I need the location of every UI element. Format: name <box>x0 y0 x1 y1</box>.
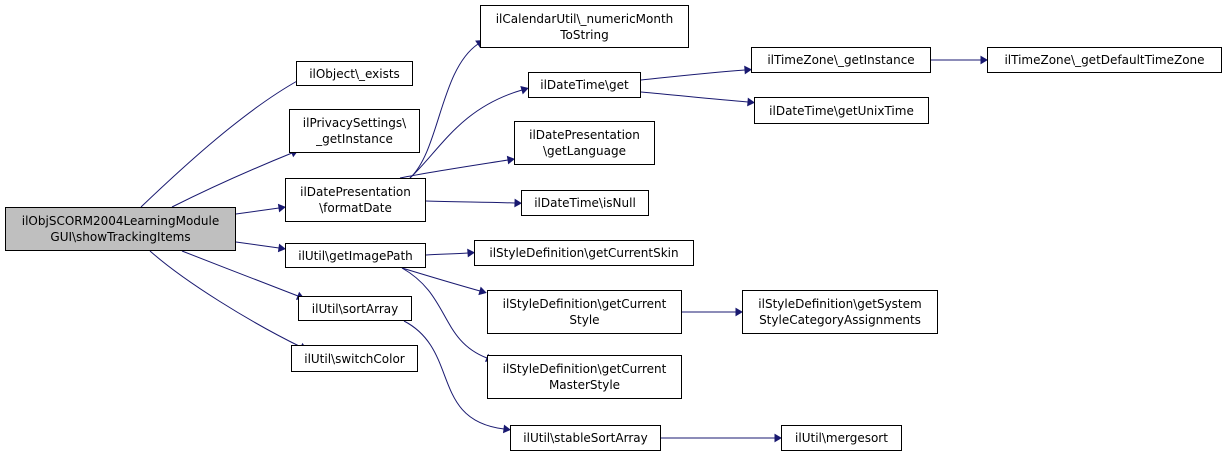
node-label-line-2: GUI\showTrackingItems <box>50 230 191 244</box>
edge-timeZoneGetInstance-to-getDefaultTimeZone <box>931 55 988 65</box>
edge-arrowhead <box>467 248 475 258</box>
node-date-presentation-get-language[interactable]: ilDatePresentation \getLanguage <box>514 121 655 165</box>
node-calendar-util-numeric-month-to-string[interactable]: ilCalendarUtil\_numericMonth ToString <box>480 5 689 48</box>
node-object-exists[interactable]: ilObject\_exists <box>296 61 413 86</box>
node-util-stable-sort-array[interactable]: ilUtil\stableSortArray <box>510 425 661 451</box>
edge-arrowhead <box>747 97 755 107</box>
node-label-line-2: StyleCategoryAssignments <box>759 313 921 327</box>
edge-showTrackingItems-to-getImagePath <box>235 241 286 253</box>
edge-showTrackingItems-to-switchColor <box>149 250 308 351</box>
edge-arrowhead <box>735 307 743 317</box>
node-style-definition-get-current-skin[interactable]: ilStyleDefinition\getCurrentSkin <box>474 240 694 266</box>
node-util-sort-array[interactable]: ilUtil\sortArray <box>298 296 412 321</box>
node-label-line-1: ilPrivacySettings\ <box>302 116 407 130</box>
node-label-line-1: ilObjSCORM2004LearningModule <box>21 214 220 228</box>
node-label-line-1: ilDatePresentation <box>300 185 411 199</box>
edge-showTrackingItems-to-objectExists <box>140 76 306 208</box>
edge-line <box>235 241 280 249</box>
node-util-get-image-path[interactable]: ilUtil\getImagePath <box>285 243 426 268</box>
node-style-definition-get-current-style[interactable]: ilStyleDefinition\getCurrent Style <box>487 290 682 334</box>
edge-line <box>425 200 516 204</box>
edge-arrowhead <box>502 424 511 434</box>
node-label-line-1: ilStyleDefinition\getSystem <box>758 297 922 311</box>
edge-line <box>235 207 280 215</box>
edge-line <box>409 89 523 179</box>
node-util-switch-color[interactable]: ilUtil\switchColor <box>291 345 418 372</box>
node-date-time-is-null[interactable]: ilDateTime\isNull <box>521 190 649 216</box>
node-label-line-2: \formatDate <box>319 201 392 215</box>
edge-line <box>181 250 299 297</box>
node-label-line-1: ilStyleDefinition\getCurrentSkin <box>489 246 679 260</box>
node-label-line-1: ilStyleDefinition\getCurrent <box>502 362 667 376</box>
edge-line <box>401 267 481 292</box>
node-show-tracking-items[interactable]: ilObjSCORM2004LearningModule GUI\showTra… <box>5 207 236 251</box>
edge-line <box>640 69 746 81</box>
node-label-line-1: ilObject\_exists <box>309 66 400 81</box>
edge-formatDate-to-dateTimeGet <box>409 85 529 179</box>
node-label-line-2: \getLanguage <box>543 144 626 158</box>
edge-showTrackingItems-to-formatDate <box>235 203 286 215</box>
edge-line <box>399 159 509 179</box>
node-privacy-settings-get-instance[interactable]: ilPrivacySettings\ _getInstance <box>289 109 420 153</box>
node-label-line-1: ilDateTime\getUnixTime <box>769 103 914 118</box>
node-time-zone-get-instance[interactable]: ilTimeZone\_getInstance <box>751 47 931 73</box>
edge-arrowhead <box>520 85 529 95</box>
node-time-zone-get-default-time-zone[interactable]: ilTimeZone\_getDefaultTimeZone <box>987 47 1222 73</box>
edge-line <box>403 320 505 430</box>
node-label-line-2: Style <box>569 313 600 327</box>
node-label-line-1: ilDateTime\get <box>540 78 629 92</box>
edge-line <box>171 152 293 208</box>
node-label-line-1: ilDateTime\isNull <box>534 196 636 210</box>
edge-arrowhead <box>277 203 286 213</box>
node-label-line-1: ilUtil\mergesort <box>795 431 888 445</box>
edge-formatDate-to-getLanguage <box>399 155 515 179</box>
edge-line <box>425 252 469 256</box>
edge-arrowhead <box>514 198 522 208</box>
edge-showTrackingItems-to-privacyGetInstance <box>171 149 299 208</box>
edge-dateTimeGet-to-getUnixTime <box>640 91 755 107</box>
edge-arrowhead <box>744 65 752 75</box>
edge-arrowhead <box>506 155 515 165</box>
edge-getImagePath-to-getCurrentStyle <box>401 267 487 296</box>
edge-line <box>149 250 302 348</box>
edge-sortArray-to-stableSortArray <box>403 320 511 434</box>
edge-formatDate-to-isNull <box>425 198 522 208</box>
edge-arrowhead <box>774 433 782 443</box>
node-style-definition-get-current-master-style[interactable]: ilStyleDefinition\getCurrent MasterStyle <box>487 355 682 399</box>
node-label-line-1: ilUtil\switchColor <box>304 351 405 366</box>
node-label-line-2: ToString <box>560 27 609 42</box>
node-label-line-1: ilUtil\sortArray <box>311 301 399 316</box>
edge-getCurrentStyle-to-systemStyleCategory <box>681 307 743 317</box>
node-date-presentation-format-date[interactable]: ilDatePresentation \formatDate <box>285 178 426 222</box>
edge-stableSortArray-to-mergesort <box>660 433 782 443</box>
edge-line <box>140 79 300 208</box>
node-label-line-1: ilUtil\stableSortArray <box>523 431 648 445</box>
edge-line <box>640 91 749 103</box>
node-label-line-2: _getInstance <box>316 132 393 146</box>
node-style-definition-get-system-style-category-assignments[interactable]: ilStyleDefinition\getSystem StyleCategor… <box>742 290 938 334</box>
edge-line <box>401 267 488 359</box>
node-util-mergesort[interactable]: ilUtil\mergesort <box>781 425 902 451</box>
node-label-line-1: ilTimeZone\_getDefaultTimeZone <box>1004 53 1205 67</box>
node-label-line-1: ilDatePresentation <box>529 128 640 142</box>
node-label-line-1: ilUtil\getImagePath <box>298 248 413 263</box>
edge-line <box>409 43 479 179</box>
node-label-line-1: ilStyleDefinition\getCurrent <box>502 297 667 311</box>
node-date-time-get[interactable]: ilDateTime\get <box>528 72 641 98</box>
edge-dateTimeGet-to-timeZoneGetInstance <box>640 65 752 81</box>
edge-arrowhead <box>980 55 988 65</box>
edge-arrowhead <box>478 286 487 296</box>
edge-arrowhead <box>277 243 286 253</box>
node-label-line-2: MasterStyle <box>548 378 621 392</box>
edge-formatDate-to-numericMonth <box>409 40 484 179</box>
edge-getImagePath-to-getCurrentSkin <box>425 248 475 258</box>
node-label-line-1: ilTimeZone\_getInstance <box>767 53 915 67</box>
node-label-line-1: ilCalendarUtil\_numericMonth <box>495 11 674 26</box>
node-date-time-get-unix-time[interactable]: ilDateTime\getUnixTime <box>754 97 929 124</box>
